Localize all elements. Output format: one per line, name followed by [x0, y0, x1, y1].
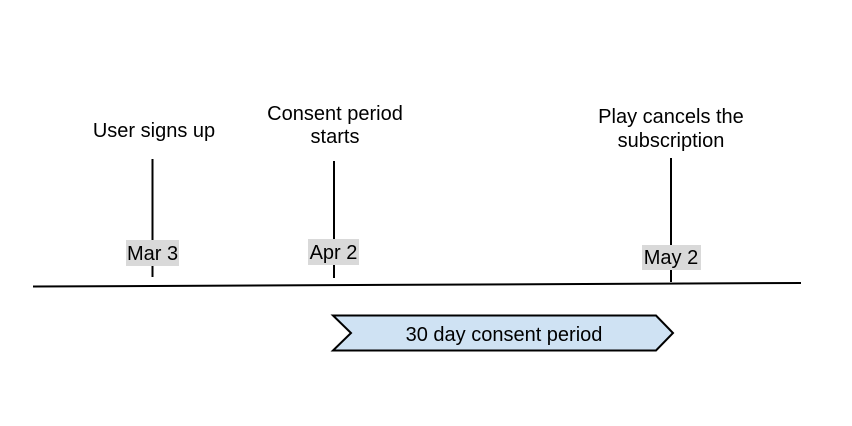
event-play-cancels-subscription: Play cancels the subscription May 2	[598, 106, 744, 282]
event-label: User signs up	[93, 120, 215, 142]
consent-period-banner: 30 day consent period	[330, 314, 675, 352]
event-user-signs-up: User signs up Mar 3	[93, 120, 215, 277]
date-chip	[126, 240, 179, 266]
event-label-line2: subscription	[618, 130, 725, 152]
date-label: Mar 3	[127, 243, 178, 265]
date-label: May 2	[644, 247, 698, 269]
date-chip	[642, 245, 701, 270]
date-chip	[308, 239, 359, 265]
date-label: Apr 2	[310, 242, 358, 264]
banner-arrow-shape	[330, 314, 675, 352]
event-consent-period-starts: Consent period starts Apr 2	[267, 103, 403, 278]
timeline-axis	[32, 282, 802, 288]
event-label-line1: Play cancels the	[598, 106, 744, 128]
banner-label: 30 day consent period	[406, 324, 603, 346]
event-label-line2: starts	[311, 126, 360, 148]
event-label-line1: Consent period	[267, 103, 403, 125]
